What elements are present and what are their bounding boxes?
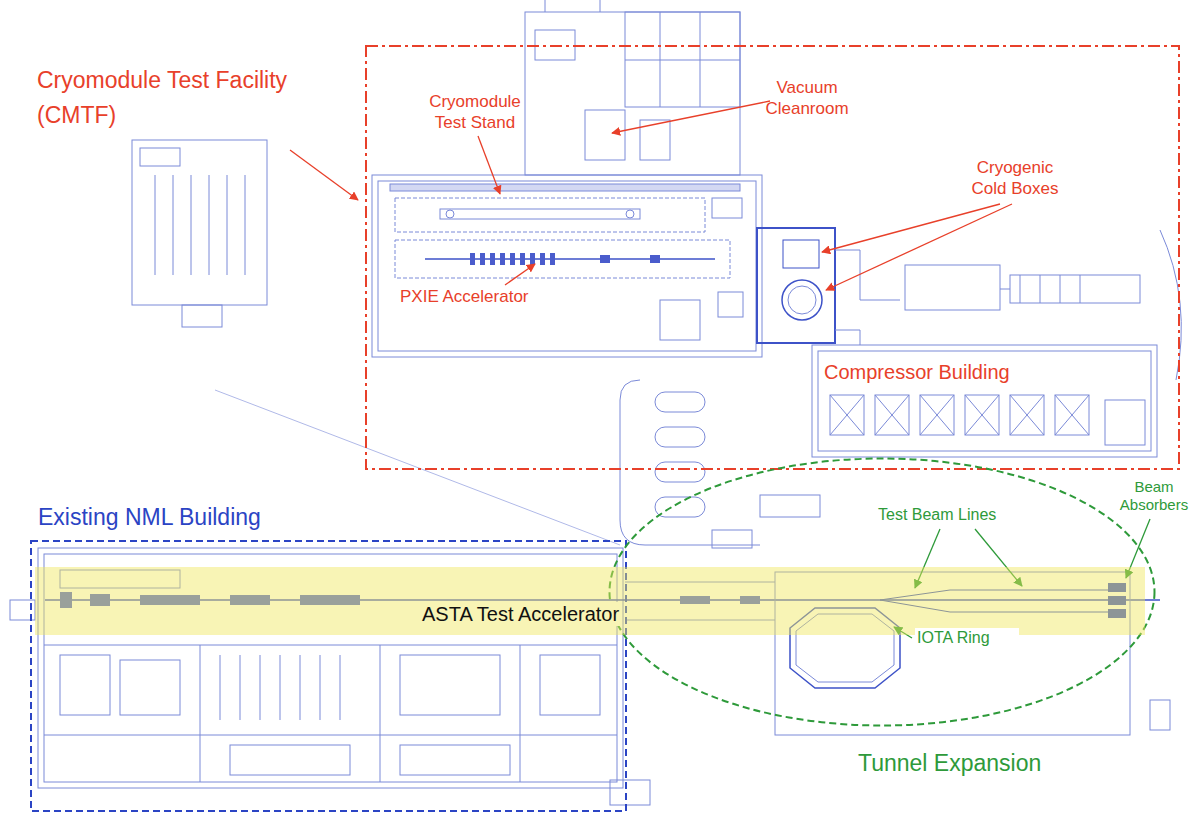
callout-label: Cryogenic Cold Boxes <box>965 158 1065 199</box>
expansion-region-border <box>610 459 1155 726</box>
facility-region-border <box>366 46 1179 469</box>
callout-label: IOTA Ring <box>915 628 1019 648</box>
callout-label: Cryomodule Test Stand <box>425 92 525 133</box>
region-heading: ASTA Test Accelerator <box>420 602 621 626</box>
callout-label: Compressor Building <box>822 360 1012 384</box>
region-heading: Tunnel Expansion <box>858 749 1078 777</box>
callout-label: Vacuum Cleanroom <box>752 78 862 119</box>
callout-label: Test Beam Lines <box>876 505 1020 525</box>
callout-label: PXIE Accelerator <box>398 287 562 308</box>
region-heading: Existing NML Building <box>38 503 368 531</box>
callout-label: Beam Absorbers <box>1118 478 1190 515</box>
accelerator-band: ASTA Test Accelerator <box>35 567 1145 635</box>
region-heading: Cryomodule Test Facility (CMTF) <box>37 63 337 133</box>
